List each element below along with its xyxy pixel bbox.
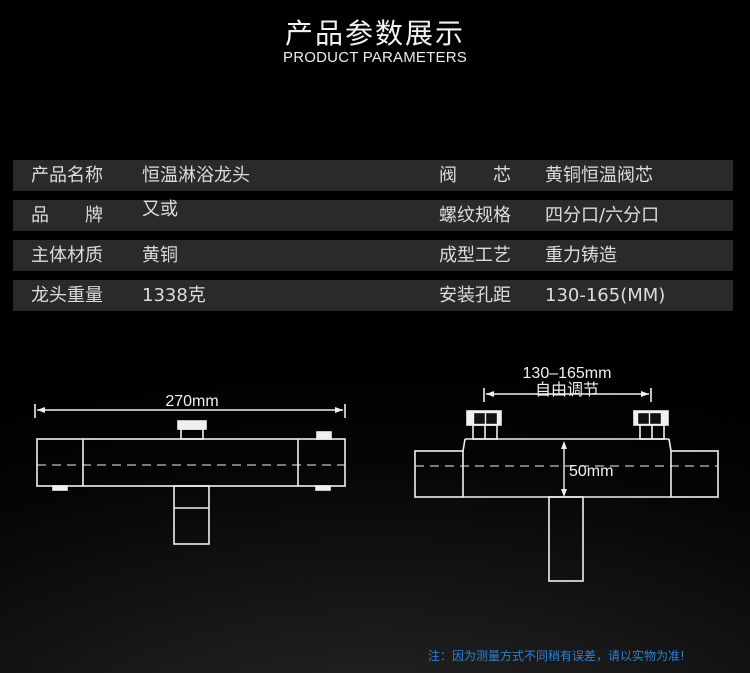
page-title: 产品参数展示: [284, 17, 465, 50]
width-dimension-label: 270mm: [165, 393, 218, 410]
param-value: 黄铜恒温阀芯: [545, 165, 653, 186]
dimension-drawings: 270mm 130–165mm 自由调节 50mm: [34, 365, 719, 582]
adjust-label: 自由调节: [535, 381, 599, 399]
page-subtitle: PRODUCT PARAMETERS: [283, 49, 467, 66]
param-value: 恒温淋浴龙头: [142, 165, 250, 186]
param-label: 螺纹规格: [439, 205, 511, 226]
height-dimension-label: 50mm: [569, 463, 613, 480]
param-label: 阀 芯: [439, 165, 511, 186]
param-value: 黄铜: [142, 245, 178, 266]
param-label: 成型工艺: [439, 245, 511, 266]
param-label: 安装孔距: [439, 285, 511, 306]
decorative-fine-print: [200, 73, 550, 78]
param-label: 品 牌: [31, 205, 103, 226]
param-value: 四分口/六分口: [545, 205, 660, 226]
spacing-dimension-label: 130–165mm: [523, 365, 612, 382]
disclaimer-note: 注：因为测量方式不同稍有误差，请以实物为准!: [428, 649, 685, 663]
faucet-rear-drawing: [414, 388, 719, 582]
param-row-2: 品 牌 又或 螺纹规格 四分口/六分口: [13, 199, 733, 231]
param-row-3: 主体材质 黄铜 成型工艺 重力铸造: [13, 240, 733, 271]
param-label: 龙头重量: [31, 285, 103, 306]
faucet-front-drawing: [34, 404, 346, 545]
param-value: 重力铸造: [545, 245, 617, 266]
param-row-4: 龙头重量 1338克 安装孔距 130-165(MM): [13, 280, 733, 311]
param-row-1: 产品名称 恒温淋浴龙头 阀 芯 黄铜恒温阀芯: [13, 160, 733, 191]
param-label: 产品名称: [31, 165, 103, 186]
param-value: 1338克: [142, 285, 206, 306]
param-value: 130-165(MM): [545, 285, 666, 306]
param-value: 又或: [142, 199, 178, 220]
param-label: 主体材质: [31, 245, 103, 266]
